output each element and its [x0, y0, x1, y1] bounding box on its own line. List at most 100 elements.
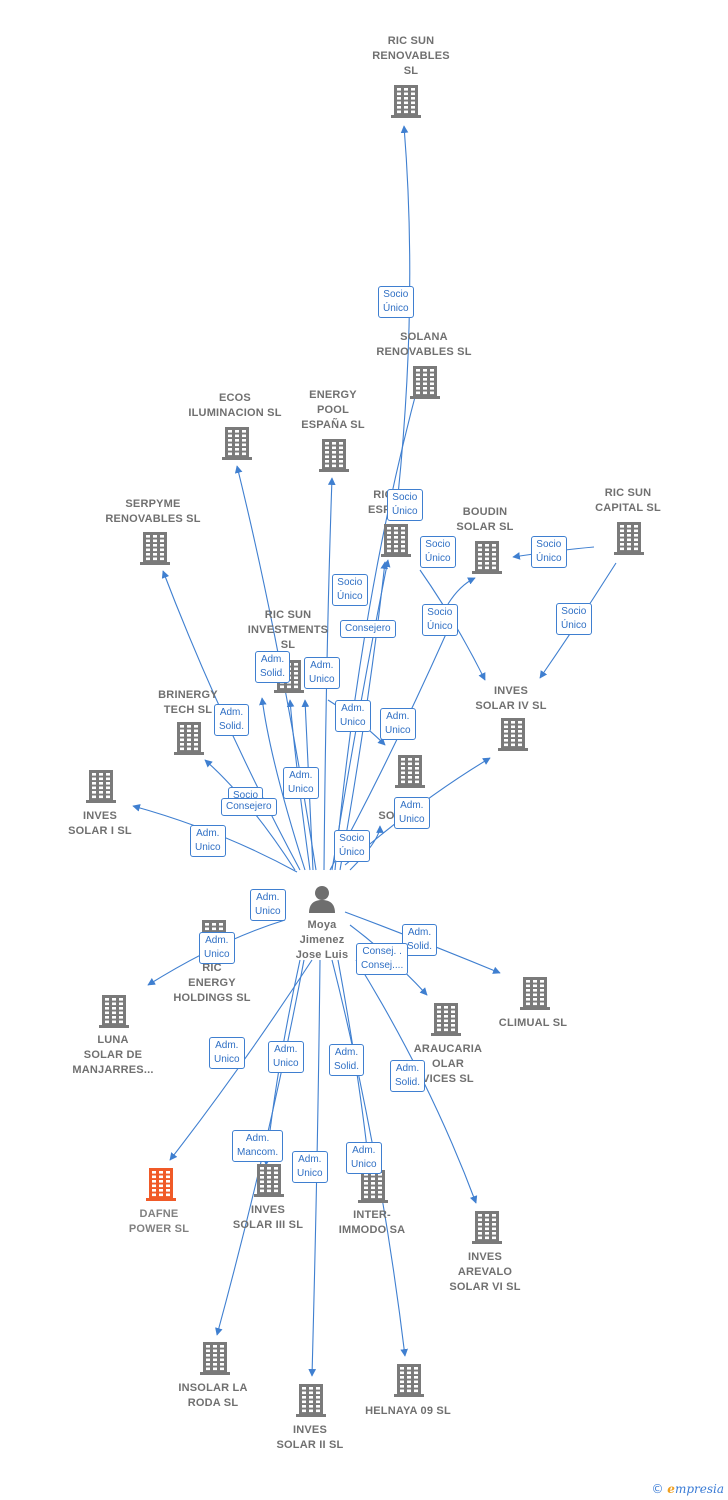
role-label-line: Solid. — [334, 1061, 360, 1072]
role-label[interactable]: Adm.Unico — [283, 767, 319, 799]
role-label[interactable]: Adm.Solid. — [390, 1060, 426, 1092]
company-label-line: ILUMINACION SL — [188, 407, 282, 419]
role-label-line: Unico — [273, 1058, 299, 1069]
company-label-line: OLAR — [432, 1058, 464, 1070]
role-label[interactable]: Adm.Unico — [394, 797, 430, 829]
role-label-line: Adm. — [395, 1063, 420, 1074]
building-icon[interactable] — [146, 1167, 176, 1206]
company-label-line: POWER SL — [128, 1223, 190, 1235]
role-label-line: Adm. — [215, 1040, 239, 1051]
building-icon[interactable] — [391, 84, 421, 123]
company-label-line: RODA SL — [187, 1397, 239, 1409]
building-icon[interactable] — [200, 1341, 230, 1380]
role-label[interactable]: Adm.Unico — [304, 657, 340, 689]
role-label[interactable]: Adm.Unico — [250, 889, 286, 921]
building-icon[interactable] — [222, 426, 252, 465]
company-label-line: MANJARRES... — [72, 1064, 154, 1076]
building-icon[interactable] — [472, 1210, 502, 1249]
building-icon[interactable] — [319, 438, 349, 477]
role-label[interactable]: Adm.Unico — [380, 708, 416, 740]
role-label[interactable]: Adm.Unico — [268, 1041, 304, 1073]
role-label[interactable]: Consejero — [340, 620, 396, 638]
building-icon[interactable] — [498, 717, 528, 756]
role-label[interactable]: Adm.Mancom. — [232, 1130, 284, 1162]
company-node-hidden-sol[interactable]: SOL — [325, 809, 455, 824]
role-label[interactable]: Adm.Solid. — [255, 651, 291, 683]
building-icon[interactable] — [472, 540, 502, 579]
company-node-inter-immodo[interactable]: INTER-IMMODO SA — [307, 1208, 437, 1238]
building-icon[interactable] — [395, 754, 425, 793]
company-label-line: INVES — [250, 1204, 285, 1216]
building-icon[interactable] — [86, 769, 116, 808]
company-label-line: RENOVABLES SL — [376, 346, 472, 358]
role-label-line: Unico — [340, 717, 366, 728]
role-label-line: Adm. — [245, 1133, 270, 1144]
role-label[interactable]: Adm.Unico — [346, 1142, 382, 1174]
role-label-line: Socio — [536, 539, 562, 550]
role-label[interactable]: Adm.Unico — [335, 700, 371, 732]
building-icon[interactable] — [381, 523, 411, 562]
role-label-line: Adm. — [196, 828, 220, 839]
company-node-climual[interactable]: CLIMUAL SL — [468, 1016, 598, 1031]
building-icon[interactable] — [99, 994, 129, 1033]
company-node-helnaya-09[interactable]: HELNAYA 09 SL — [343, 1404, 473, 1419]
role-label-line: Adm. — [400, 800, 424, 811]
building-icon[interactable] — [296, 1383, 326, 1422]
role-label-line: Adm. — [205, 935, 229, 946]
role-label[interactable]: Adm.Unico — [190, 825, 226, 857]
role-label-line: Unico — [288, 784, 314, 795]
role-label[interactable]: Consej. .Consej.... — [356, 943, 409, 975]
role-label[interactable]: Consejero — [221, 798, 277, 816]
building-icon[interactable] — [254, 1163, 284, 1202]
building-icon[interactable] — [410, 365, 440, 404]
role-label[interactable]: Adm.Unico — [199, 932, 235, 964]
person-icon[interactable] — [307, 884, 337, 919]
company-label-line: SOLAR DE — [83, 1049, 143, 1061]
role-label[interactable]: Adm.Solid. — [329, 1044, 365, 1076]
company-label-line: SOLAR II SL — [276, 1439, 344, 1451]
role-label[interactable]: Adm.Solid. — [214, 704, 250, 736]
role-label[interactable]: Adm.Unico — [292, 1151, 328, 1183]
building-icon[interactable] — [140, 531, 170, 570]
building-icon[interactable] — [520, 976, 550, 1015]
role-label[interactable]: Adm.Solid. — [402, 924, 438, 956]
person-label-line: Moya — [307, 919, 337, 931]
role-label-line: Adm. — [407, 927, 432, 938]
building-icon[interactable] — [358, 1169, 388, 1208]
building-icon[interactable] — [614, 521, 644, 560]
building-icon[interactable] — [431, 1002, 461, 1041]
company-label-line: RIC SUN — [604, 487, 652, 499]
building-icon[interactable] — [394, 1363, 424, 1402]
role-label[interactable]: Adm.Unico — [209, 1037, 245, 1069]
building-icon[interactable] — [174, 721, 204, 760]
